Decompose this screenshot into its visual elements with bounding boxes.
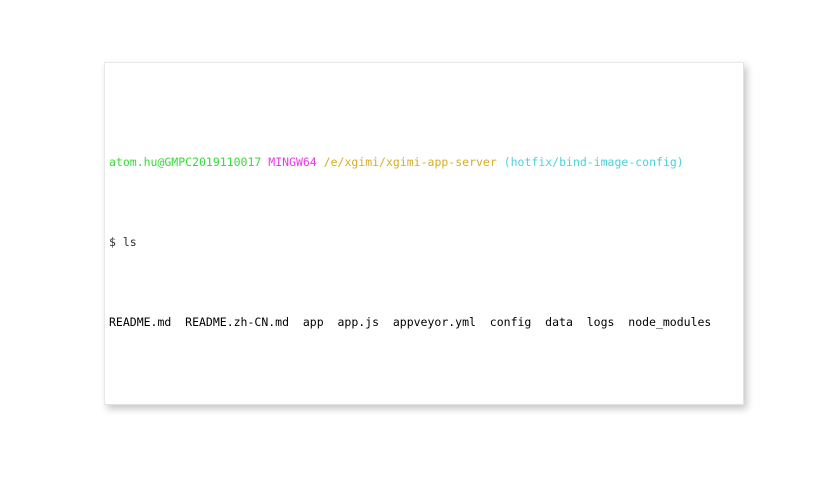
- terminal-window[interactable]: atom.hu@GMPC2019110017 MINGW64 /e/xgimi/…: [104, 62, 744, 405]
- command-line: $ ls: [109, 232, 743, 252]
- prompt-shell: MINGW64: [268, 155, 317, 169]
- prompt-space: [317, 155, 324, 169]
- prompt-user-host: atom.hu@GMPC2019110017: [109, 155, 262, 169]
- prompt-branch: (hotfix/bind-image-config): [503, 155, 684, 169]
- prompt-symbol: $: [109, 235, 116, 249]
- prompt-line: atom.hu@GMPC2019110017 MINGW64 /e/xgimi/…: [109, 152, 743, 172]
- command-output: README.md README.zh-CN.md app app.js app…: [109, 315, 712, 329]
- spacer-line: [109, 392, 743, 404]
- prompt-space: [497, 155, 504, 169]
- command-text: ls: [122, 235, 137, 249]
- prompt-space: [116, 235, 123, 249]
- prompt-path: /e/xgimi/xgimi-app-server: [323, 155, 497, 169]
- terminal-output-area[interactable]: atom.hu@GMPC2019110017 MINGW64 /e/xgimi/…: [105, 63, 743, 404]
